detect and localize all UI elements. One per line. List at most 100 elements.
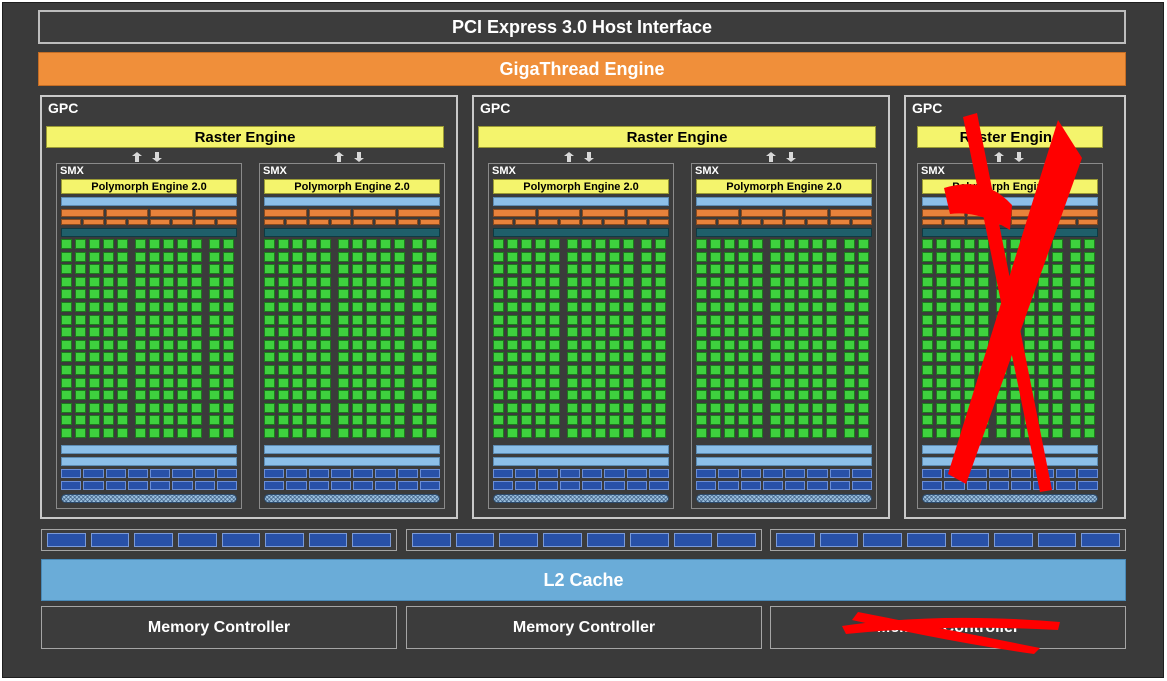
- cuda-core: [738, 352, 749, 363]
- cuda-core: [641, 251, 652, 262]
- cuda-core: [191, 415, 202, 426]
- cuda-core: [641, 390, 652, 401]
- cuda-core: [1010, 264, 1021, 275]
- cuda-core: [135, 377, 146, 388]
- cuda-core: [292, 264, 303, 275]
- cuda-core: [103, 377, 114, 388]
- cuda-core: [103, 289, 114, 300]
- cuda-core: [135, 239, 146, 249]
- cuda-core: [936, 302, 947, 312]
- cuda-core: [738, 365, 749, 375]
- cuda-core: [812, 327, 823, 338]
- cuda-core: [1084, 264, 1095, 275]
- cuda-core: [209, 428, 220, 438]
- instruction-cache: [696, 197, 872, 206]
- cuda-core: [306, 251, 317, 262]
- cuda-core: [223, 377, 234, 388]
- cuda-core: [320, 402, 331, 413]
- cuda-core: [1084, 428, 1095, 438]
- cuda-core: [1070, 314, 1081, 325]
- cuda-core: [549, 339, 560, 350]
- cuda-core: [163, 365, 174, 375]
- cuda-core: [535, 415, 546, 426]
- cuda-core: [724, 415, 735, 426]
- cuda-core: [696, 352, 707, 363]
- cuda-core: [858, 251, 869, 262]
- cuda-core: [1070, 251, 1081, 262]
- cuda-core: [826, 428, 837, 438]
- cuda-core: [292, 276, 303, 287]
- cuda-core: [1038, 365, 1049, 375]
- cuda-core: [798, 402, 809, 413]
- cuda-core: [135, 390, 146, 401]
- cuda-core: [784, 352, 795, 363]
- cuda-core: [798, 239, 809, 249]
- cuda-core: [609, 339, 620, 350]
- cuda-core: [738, 251, 749, 262]
- cuda-core: [738, 428, 749, 438]
- cuda-core: [535, 327, 546, 338]
- cuda-core: [135, 365, 146, 375]
- cuda-core: [292, 239, 303, 249]
- cuda-core: [292, 327, 303, 338]
- cuda-core: [1024, 239, 1035, 249]
- cuda-core: [535, 302, 546, 312]
- cuda-core: [950, 264, 961, 275]
- cuda-core: [209, 339, 220, 350]
- cuda-core: [177, 314, 188, 325]
- cuda-core: [223, 365, 234, 375]
- cuda-core: [595, 390, 606, 401]
- cuda-core: [1052, 352, 1063, 363]
- cuda-core: [278, 352, 289, 363]
- cuda-core: [278, 377, 289, 388]
- cuda-core: [535, 365, 546, 375]
- cuda-core: [163, 390, 174, 401]
- cuda-core: [770, 264, 781, 275]
- cuda-core: [567, 302, 578, 312]
- cuda-core: [950, 302, 961, 312]
- cuda-core: [1010, 390, 1021, 401]
- shared-memory-l1-cache: [696, 457, 872, 466]
- cuda-core: [352, 289, 363, 300]
- cuda-core: [858, 428, 869, 438]
- cuda-core: [738, 327, 749, 338]
- cuda-core: [103, 428, 114, 438]
- cuda-core: [1010, 314, 1021, 325]
- cuda-core: [581, 302, 592, 312]
- cuda-core: [320, 352, 331, 363]
- cuda-core: [117, 289, 128, 300]
- cuda-core: [75, 239, 86, 249]
- cuda-core: [581, 402, 592, 413]
- cuda-core: [595, 327, 606, 338]
- cuda-core: [996, 415, 1007, 426]
- cuda-core: [798, 289, 809, 300]
- cuda-core: [567, 276, 578, 287]
- dispatch-unit-row: [264, 219, 440, 225]
- cuda-core: [1024, 276, 1035, 287]
- cuda-core: [567, 314, 578, 325]
- cuda-core: [770, 251, 781, 262]
- cuda-core: [264, 264, 275, 275]
- cuda-core: [135, 302, 146, 312]
- cuda-core: [61, 352, 72, 363]
- polymorph-engine: Polymorph Engine 2.0: [696, 179, 872, 194]
- cuda-core: [1052, 302, 1063, 312]
- cuda-core: [1052, 289, 1063, 300]
- cuda-core: [264, 390, 275, 401]
- cuda-core: [826, 314, 837, 325]
- cuda-core: [149, 327, 160, 338]
- cuda-core: [493, 327, 504, 338]
- cuda-core: [710, 390, 721, 401]
- cuda-core: [535, 390, 546, 401]
- cuda-core: [826, 327, 837, 338]
- cuda-core: [426, 314, 437, 325]
- cuda-core: [655, 314, 666, 325]
- cuda-core: [567, 289, 578, 300]
- cuda-core: [784, 302, 795, 312]
- cuda-core: [191, 339, 202, 350]
- cuda-core: [278, 415, 289, 426]
- cuda-core: [1084, 251, 1095, 262]
- cuda-core: [223, 276, 234, 287]
- cuda-core: [826, 415, 837, 426]
- cuda-core: [1084, 352, 1095, 363]
